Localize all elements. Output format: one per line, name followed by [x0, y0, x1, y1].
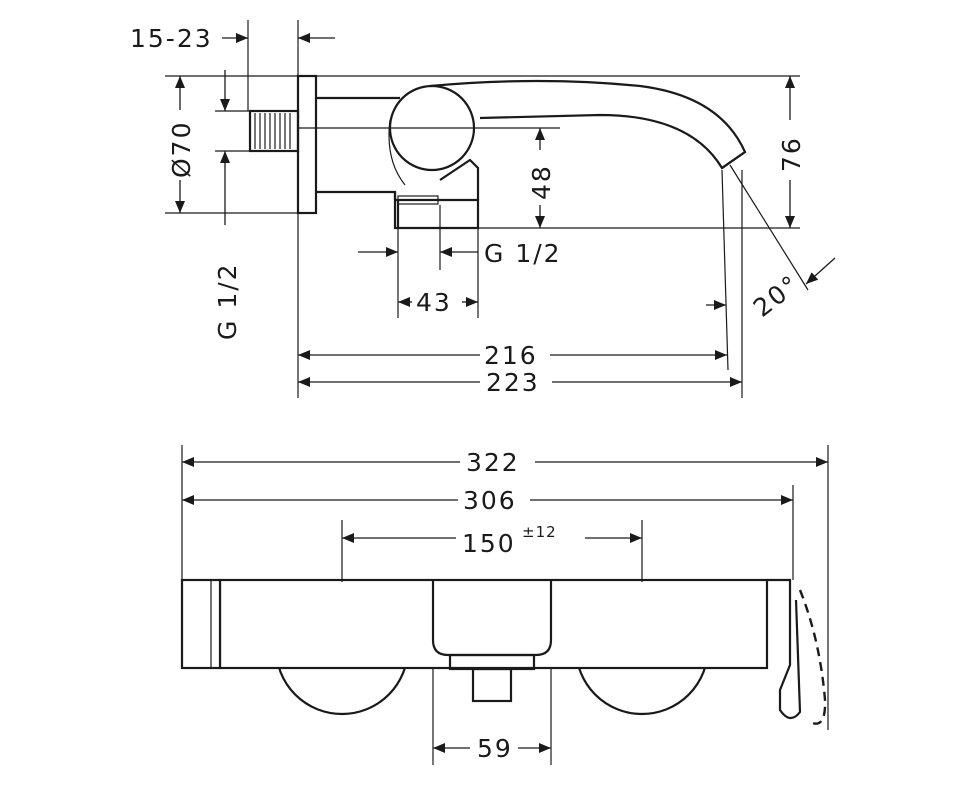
threaded-connector [248, 109, 300, 153]
dim-43-label: 43 [416, 288, 452, 317]
spout [429, 79, 747, 170]
dim-216-label: 216 [484, 341, 538, 370]
dim-48-label: 48 [527, 164, 556, 200]
side-view: 15-23 Ø70 G 1/2 48 G 1/2 43 216 223 76 [130, 20, 836, 398]
diverter-connector [471, 667, 513, 703]
mixer-body-top [218, 578, 769, 670]
dim-306-label: 306 [463, 486, 517, 515]
top-view: 322 306 150 ±12 59 [180, 445, 829, 765]
wall-flange [296, 74, 318, 215]
dim-76-label: 76 [777, 136, 806, 172]
diverter-block [396, 158, 480, 228]
spray-pattern [798, 589, 827, 725]
dim-20deg-arrow-right [805, 257, 836, 285]
dim-150-label: 150 [462, 529, 516, 558]
dim-g12-vertical-label: G 1/2 [213, 262, 242, 340]
dim-59-label: 59 [477, 734, 513, 763]
dim-15-23-label: 15-23 [130, 24, 213, 53]
dim-150-tolerance: ±12 [522, 523, 557, 541]
dim-70-label: Ø70 [167, 121, 196, 179]
spout-top [767, 578, 802, 720]
handle-end-cap [180, 578, 222, 670]
dim-20deg-label: 20° [748, 269, 806, 323]
dim-g12-horizontal-label: G 1/2 [484, 239, 562, 268]
dim-322-label: 322 [466, 448, 520, 477]
dim-223-label: 223 [486, 368, 540, 397]
